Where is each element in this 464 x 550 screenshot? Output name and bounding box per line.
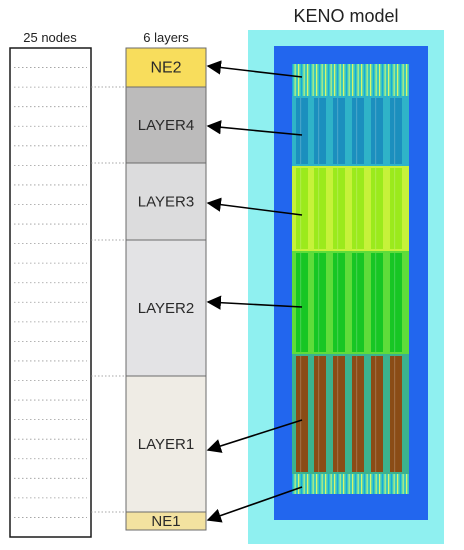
arrow — [206, 295, 303, 310]
layer-block — [125, 375, 207, 513]
fuel-pin-highlight — [300, 98, 302, 164]
fuel-pin-highlight — [375, 168, 377, 249]
keno-model — [248, 30, 444, 544]
nodes-frame — [9, 47, 92, 538]
boundary-leaders — [91, 86, 126, 513]
fuel-pin-highlight — [356, 253, 358, 352]
layers-title: 6 layers — [143, 30, 189, 45]
arrow — [206, 419, 303, 453]
fuel-pin-highlight — [318, 98, 320, 164]
fuel-pin-highlight — [375, 356, 377, 472]
fuel-pin — [314, 253, 326, 352]
fuel-pin — [314, 168, 326, 249]
fuel-pin — [352, 168, 364, 249]
fuel-pin-highlight — [356, 168, 358, 249]
fuel-pin — [296, 253, 308, 352]
arrow — [206, 120, 303, 136]
fuel-pin-highlight — [356, 356, 358, 472]
layer-block — [125, 239, 207, 377]
fuel-pin — [352, 356, 364, 472]
fuel-pin — [333, 356, 345, 472]
fuel-pin-highlight — [300, 168, 302, 249]
layer-block — [125, 162, 207, 241]
fuel-pin — [314, 356, 326, 472]
fuel-pin — [390, 356, 402, 472]
fuel-pin — [333, 253, 345, 352]
keno-zone — [292, 96, 409, 166]
fuel-pin-highlight — [375, 253, 377, 352]
fuel-pin — [352, 98, 364, 164]
keno-zone — [292, 354, 409, 474]
keno-zone — [292, 166, 409, 251]
fuel-pin-highlight — [337, 356, 339, 472]
arrow — [206, 486, 303, 523]
fuel-pin-highlight — [394, 98, 396, 164]
fuel-pin — [296, 356, 308, 472]
fuel-pin-highlight — [337, 168, 339, 249]
fuel-pin — [333, 98, 345, 164]
layer-label: LAYER2 — [138, 300, 194, 317]
node-dividers — [14, 67, 87, 518]
fuel-pin — [314, 98, 326, 164]
fuel-pin-highlight — [394, 356, 396, 472]
fuel-pin — [296, 168, 308, 249]
fuel-pin-highlight — [318, 253, 320, 352]
keno-zone — [292, 251, 409, 354]
fuel-pin-highlight — [337, 98, 339, 164]
fuel-pin-highlight — [375, 98, 377, 164]
fuel-pin — [390, 253, 402, 352]
fuel-pin — [390, 168, 402, 249]
nodes-column — [9, 47, 92, 538]
fuel-pin-highlight — [318, 356, 320, 472]
fuel-pin — [371, 98, 383, 164]
fuel-pin — [296, 98, 308, 164]
fuel-pin — [352, 253, 364, 352]
fuel-pin — [390, 98, 402, 164]
layer-label: NE2 — [150, 60, 181, 77]
fuel-pin-highlight — [300, 356, 302, 472]
fuel-pin-highlight — [394, 253, 396, 352]
fuel-pin-highlight — [318, 168, 320, 249]
arrows — [206, 60, 303, 523]
fuel-pin-highlight — [337, 253, 339, 352]
layer-label: LAYER1 — [138, 436, 194, 453]
fuel-pin-highlight — [300, 253, 302, 352]
arrow — [206, 60, 303, 78]
layer-label: LAYER3 — [138, 194, 194, 211]
layer-label: LAYER4 — [138, 117, 194, 134]
keno-title: KENO model — [293, 6, 399, 26]
layer-label: NE1 — [151, 513, 180, 530]
fuel-pin — [371, 253, 383, 352]
fuel-pin — [371, 168, 383, 249]
fuel-pin-highlight — [356, 98, 358, 164]
fuel-pin — [371, 356, 383, 472]
layer-block — [125, 511, 207, 531]
fuel-pin-highlight — [394, 168, 396, 249]
nodes-title: 25 nodes — [23, 30, 77, 45]
keno-zones — [292, 96, 409, 474]
arrow — [206, 197, 303, 216]
fuel-pin — [333, 168, 345, 249]
